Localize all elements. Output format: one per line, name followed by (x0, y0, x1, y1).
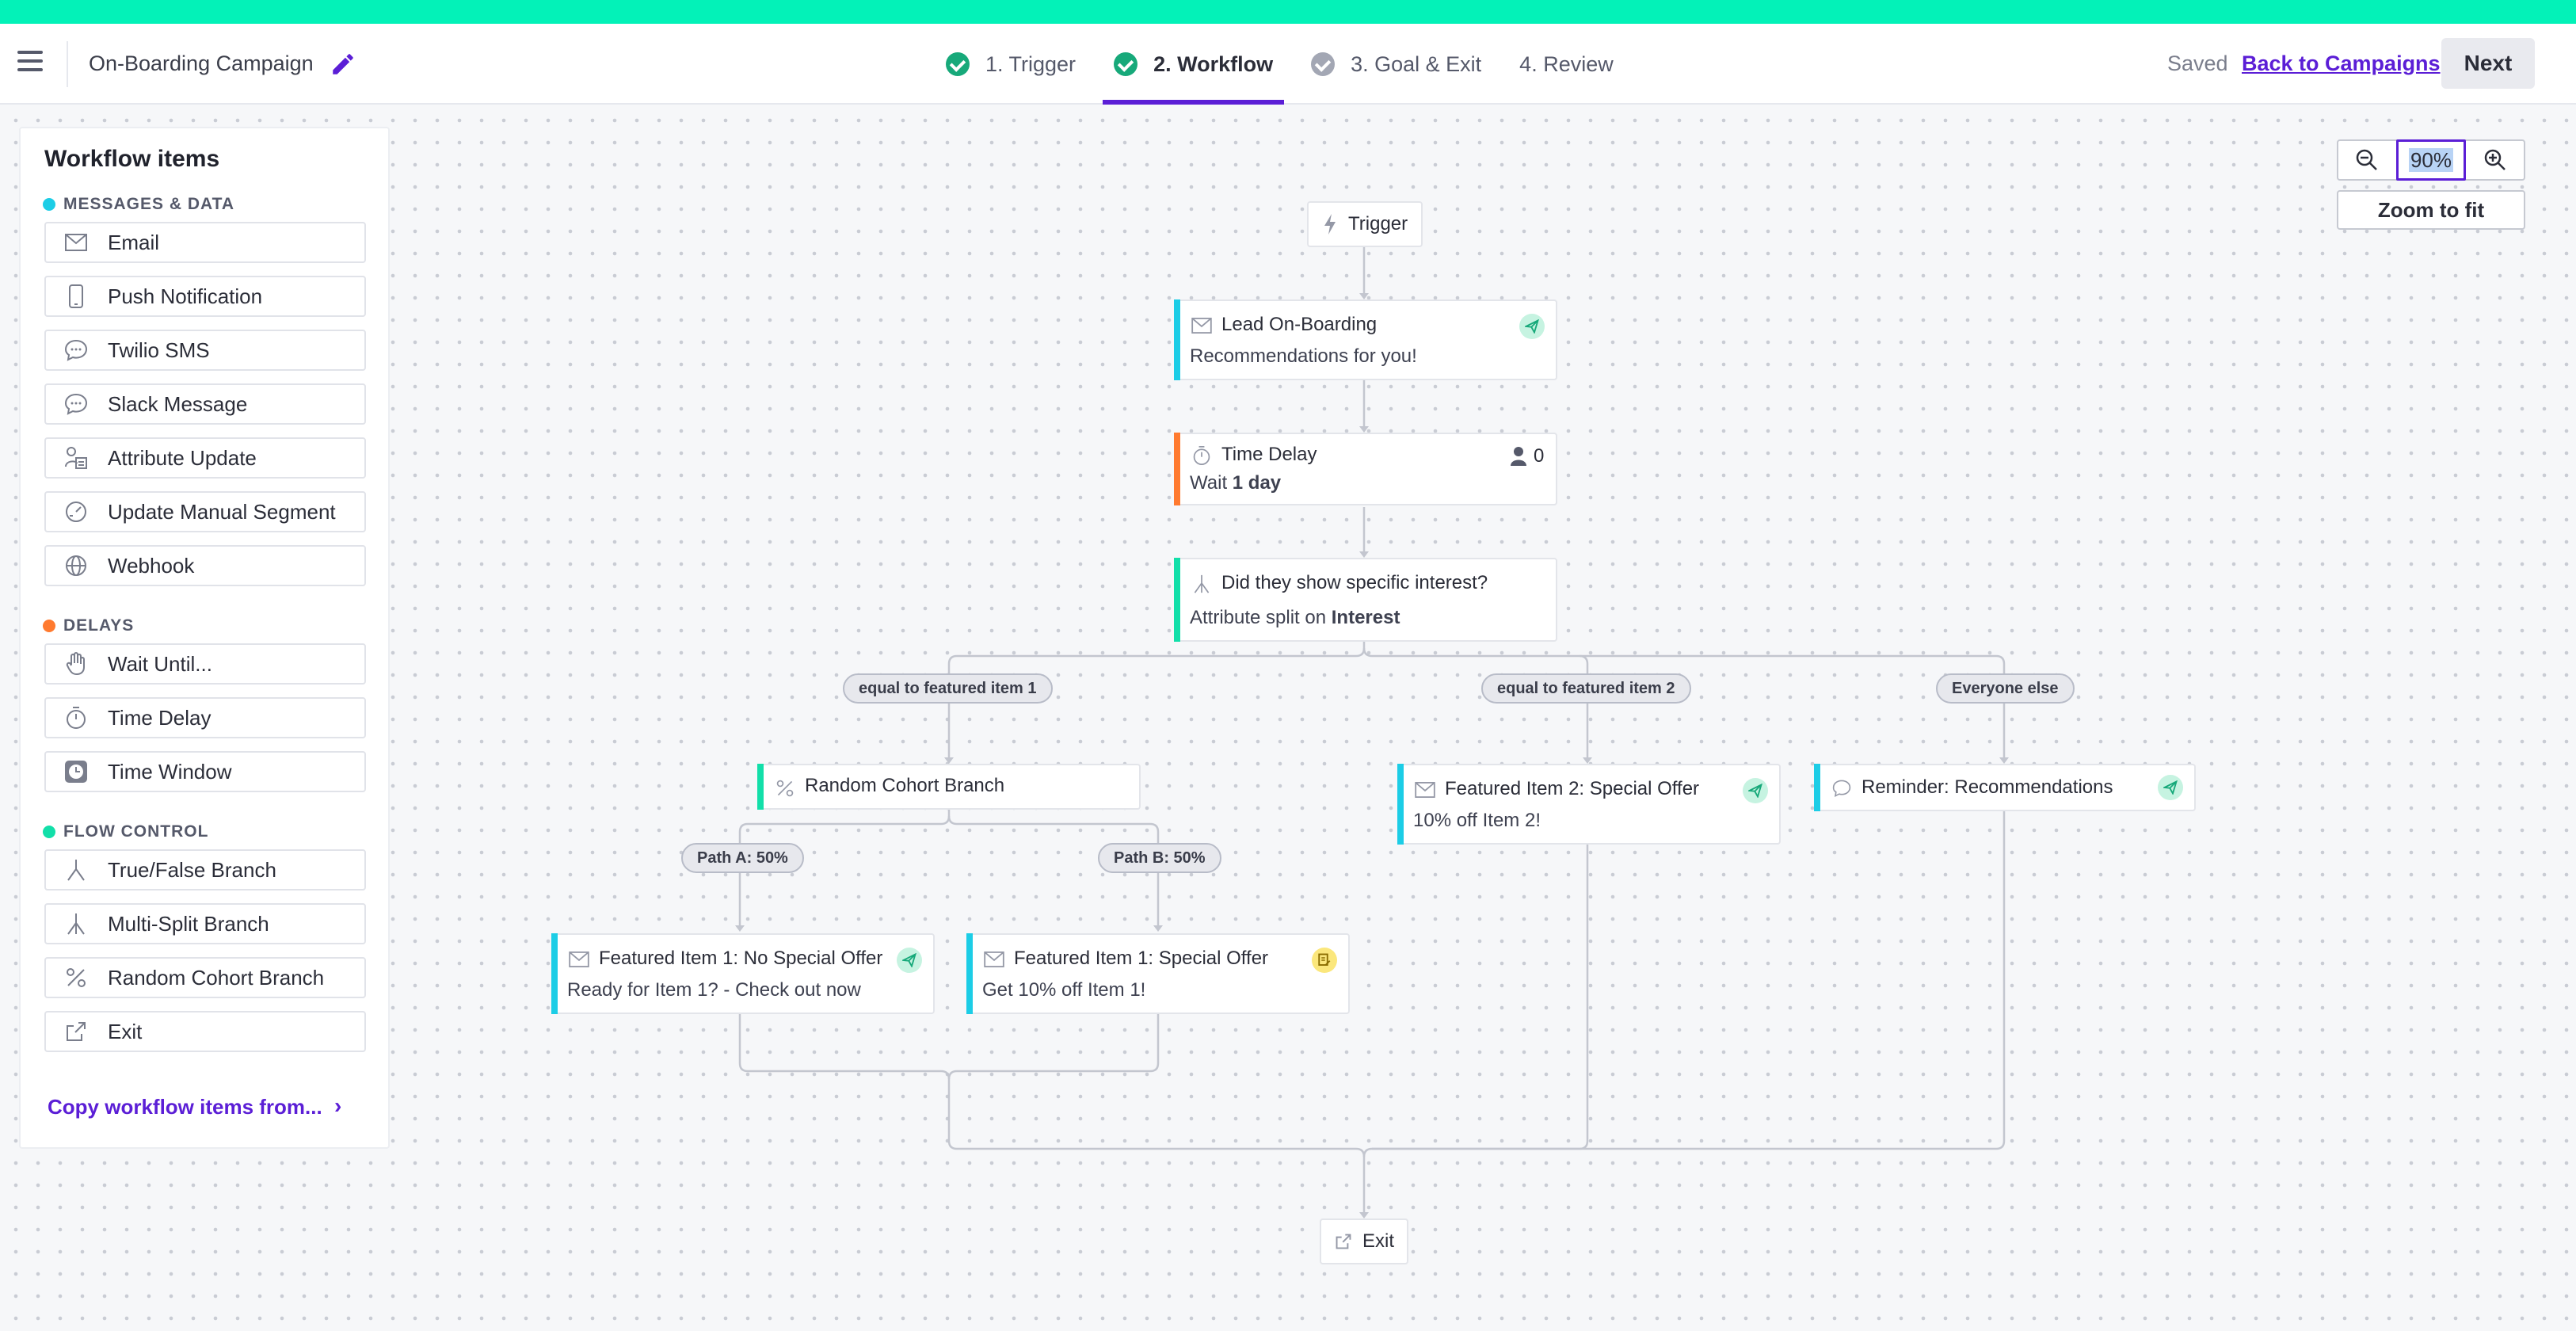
percent-icon (62, 963, 90, 992)
menu-icon[interactable] (17, 51, 43, 76)
person-icon (1511, 447, 1526, 466)
sidebar-item-true-false-branch[interactable]: True/False Branch (44, 849, 366, 891)
path-label: Path A: 50% (681, 843, 804, 873)
campaign-name: On-Boarding Campaign (89, 51, 314, 75)
header-divider (67, 41, 68, 87)
back-to-campaigns-link[interactable]: Back to Campaigns (2242, 51, 2441, 75)
sidebar-item-time-window[interactable]: Time Window (44, 751, 366, 792)
percent-icon (773, 776, 797, 800)
next-button[interactable]: Next (2441, 38, 2535, 89)
sidebar-item-random-cohort-branch[interactable]: Random Cohort Branch (44, 957, 366, 998)
copy-workflow-items-link[interactable]: Copy workflow items from... (48, 1095, 322, 1119)
branch-label: Everyone else (1936, 673, 2075, 704)
contacts-count: 0 (1510, 445, 1544, 467)
branch-label: equal to featured item 2 (1481, 673, 1691, 704)
globe-icon (62, 551, 90, 580)
stopwatch-icon (62, 704, 90, 732)
gauge-icon (62, 498, 90, 526)
check-circle-icon (946, 52, 970, 76)
envelope-icon (567, 948, 591, 971)
section-flow-control: FLOW CONTROL (43, 822, 208, 841)
node-featured-item-1-no-offer[interactable]: Featured Item 1: No Special Offer Ready … (551, 933, 935, 1014)
section-messages-data: MESSAGES & DATA (43, 195, 234, 214)
stopwatch-icon (1190, 444, 1214, 467)
branch-label: equal to featured item 1 (843, 673, 1053, 704)
header-bar: On-Boarding Campaign 1. Trigger 2. Workf… (0, 24, 2576, 105)
node-featured-item-1-offer[interactable]: Featured Item 1: Special Offer Get 10% o… (966, 933, 1350, 1014)
step-label: 1. Trigger (985, 51, 1077, 76)
node-interest-split[interactable]: Did they show specific interest? Attribu… (1174, 558, 1557, 642)
zoom-out-icon (2357, 149, 2378, 170)
envelope-icon (1190, 314, 1214, 338)
sidebar-item-wait-until[interactable]: Wait Until... (44, 643, 366, 685)
branch-icon (62, 856, 90, 884)
chat-bubble-icon (62, 336, 90, 364)
zoom-in-icon (2484, 149, 2506, 170)
zoom-level-input[interactable]: 90% (2395, 139, 2467, 181)
person-list-icon (62, 444, 90, 472)
check-circle-icon (1311, 52, 1336, 76)
sidebar-item-push-notification[interactable]: Push Notification (44, 276, 366, 317)
exit-icon (1336, 1234, 1351, 1249)
chat-bubble-icon (1830, 776, 1854, 800)
sidebar-item-attribute-update[interactable]: Attribute Update (44, 437, 366, 479)
exit-icon (62, 1017, 90, 1046)
workflow-items-panel: Workflow items MESSAGES & DATA Email Pus… (19, 127, 390, 1149)
sidebar-item-update-manual-segment[interactable]: Update Manual Segment (44, 491, 366, 532)
sidebar-item-email[interactable]: Email (44, 222, 366, 263)
chat-bubble-icon (62, 390, 90, 418)
multi-branch-icon (1190, 572, 1214, 596)
node-featured-item-2[interactable]: Featured Item 2: Special Offer 10% off I… (1397, 764, 1781, 845)
wizard-steps: 1. Trigger 2. Workflow 3. Goal & Exit 4.… (935, 24, 1640, 105)
sent-status-icon (2158, 775, 2183, 800)
section-delays: DELAYS (43, 616, 134, 635)
node-reminder[interactable]: Reminder: Recommendations (1814, 764, 2196, 811)
clock-icon (62, 757, 90, 786)
sent-status-icon (897, 948, 922, 973)
sidebar-item-time-delay[interactable]: Time Delay (44, 697, 366, 738)
phone-icon (62, 282, 90, 311)
node-random-cohort[interactable]: Random Cohort Branch (757, 764, 1141, 810)
envelope-icon (982, 948, 1006, 971)
top-accent-strip (0, 0, 2576, 24)
trigger-node[interactable]: Trigger (1307, 201, 1423, 247)
chevron-right-icon[interactable]: › (334, 1093, 342, 1118)
multi-branch-icon (62, 910, 90, 938)
zoom-out-button[interactable] (2338, 141, 2396, 179)
step-workflow[interactable]: 2. Workflow (1103, 24, 1285, 105)
sidebar-item-slack-message[interactable]: Slack Message (44, 383, 366, 425)
lightning-icon (1323, 213, 1337, 235)
step-label: 3. Goal & Exit (1351, 51, 1482, 76)
draft-status-icon (1312, 948, 1337, 973)
zoom-controls: 90% (2337, 139, 2525, 181)
exit-node[interactable]: Exit (1320, 1218, 1408, 1264)
hand-icon (62, 650, 90, 678)
zoom-in-button[interactable] (2466, 141, 2524, 179)
panel-title: Workflow items (44, 146, 220, 172)
step-label: 4. Review (1519, 51, 1614, 76)
sent-status-icon (1743, 778, 1768, 803)
envelope-icon (1413, 778, 1437, 802)
saved-status: Saved (2167, 51, 2228, 75)
step-label: 2. Workflow (1153, 51, 1274, 76)
sidebar-item-multi-split-branch[interactable]: Multi-Split Branch (44, 903, 366, 944)
node-time-delay[interactable]: Time Delay Wait 1 day 0 (1174, 433, 1557, 505)
sent-status-icon (1519, 314, 1545, 339)
step-trigger[interactable]: 1. Trigger (935, 24, 1087, 105)
sidebar-item-exit[interactable]: Exit (44, 1011, 366, 1052)
sidebar-item-twilio-sms[interactable]: Twilio SMS (44, 330, 366, 371)
zoom-to-fit-button[interactable]: Zoom to fit (2337, 190, 2525, 230)
path-label: Path B: 50% (1098, 843, 1221, 873)
step-goal-exit[interactable]: 3. Goal & Exit (1300, 24, 1492, 105)
envelope-icon (62, 228, 90, 257)
check-circle-icon (1114, 52, 1138, 76)
pencil-icon[interactable] (330, 51, 356, 78)
step-review[interactable]: 4. Review (1508, 24, 1625, 105)
node-lead-onboarding[interactable]: Lead On-Boarding Recommendations for you… (1174, 299, 1557, 380)
sidebar-item-webhook[interactable]: Webhook (44, 545, 366, 586)
